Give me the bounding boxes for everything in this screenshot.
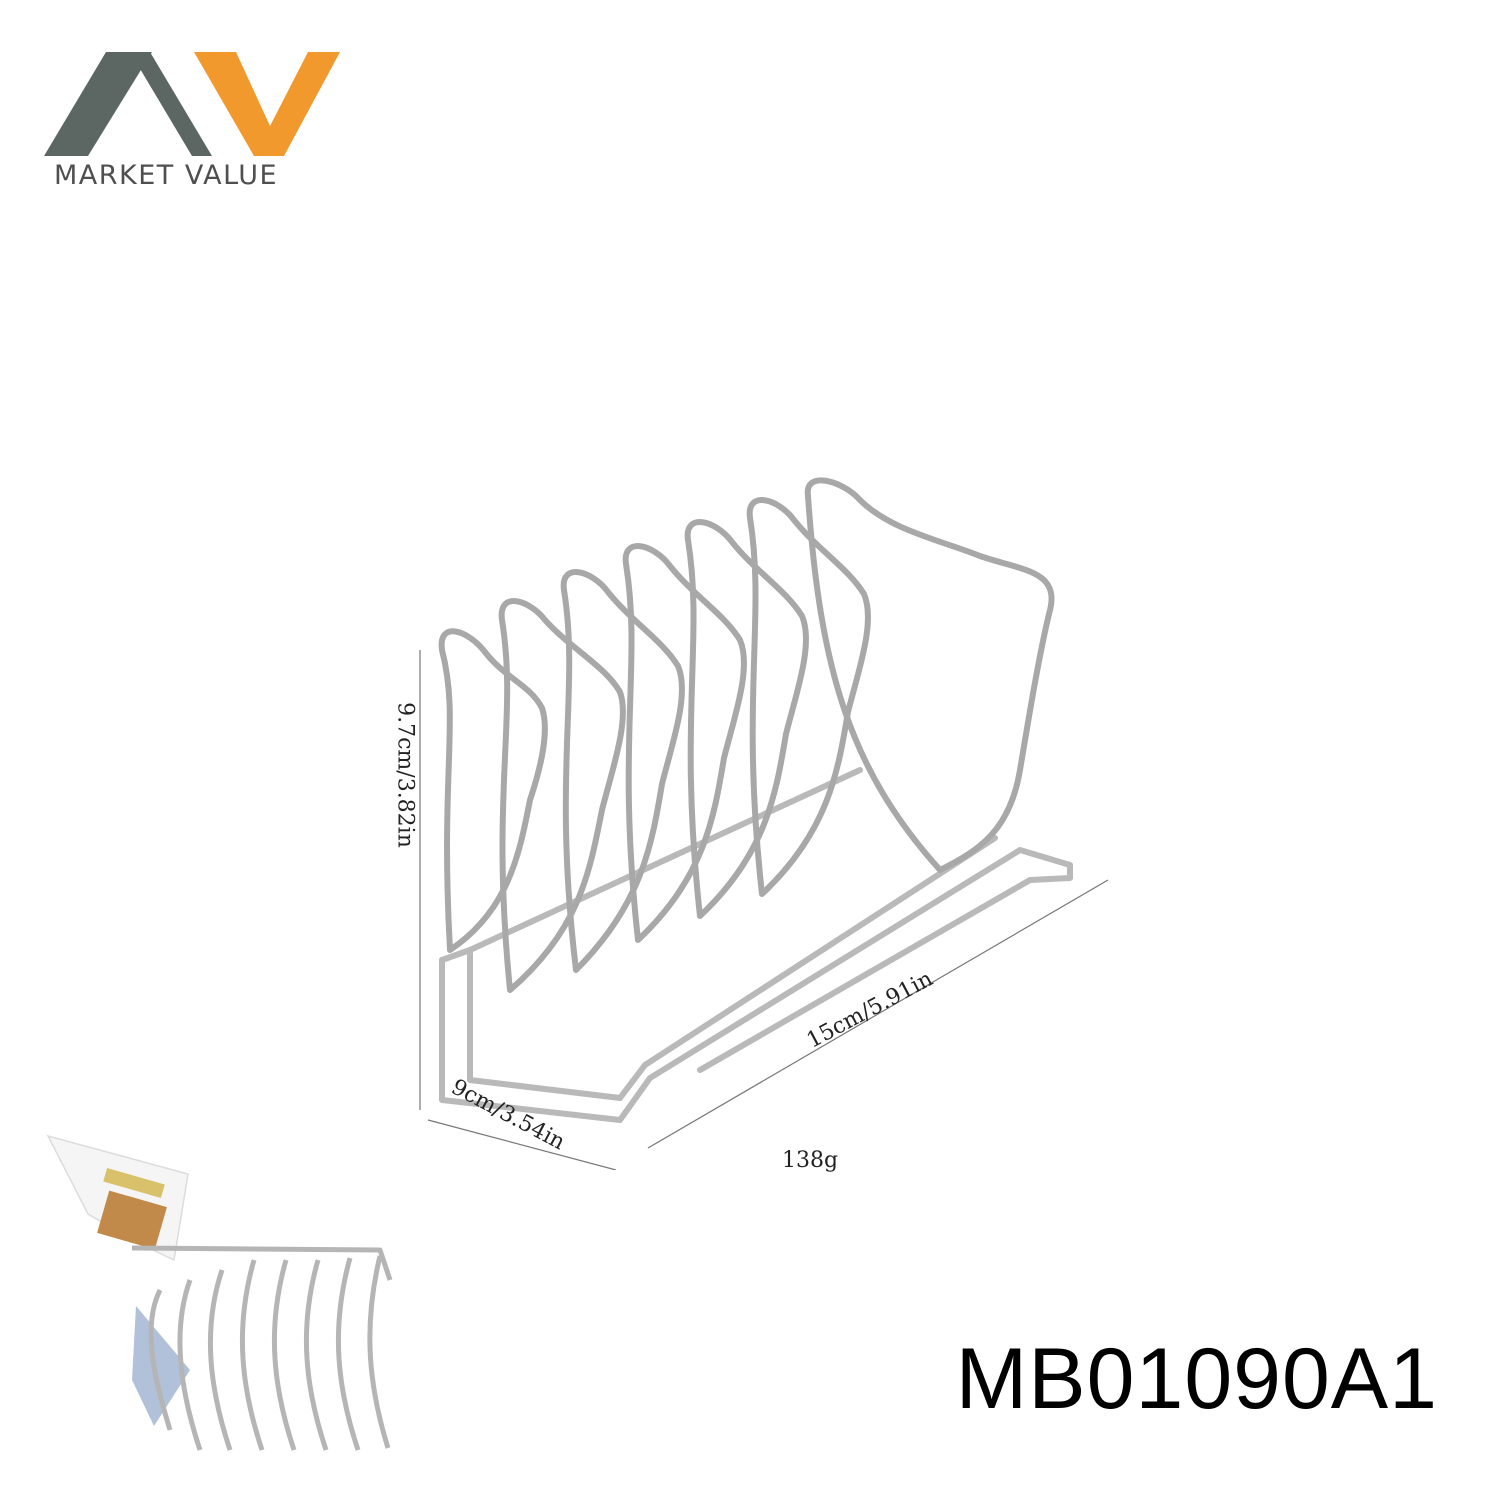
brand-logo-icon: [44, 44, 344, 194]
product-photo-thumbnail-icon: [46, 1134, 393, 1451]
rack-drawing-icon: [419, 477, 1109, 1170]
brand-name: MARKET VALUE: [54, 160, 279, 191]
product-weight: 138g: [782, 1148, 839, 1173]
height-dimension: 9.7cm/3.82in: [392, 702, 418, 848]
model-number: MB01090A1: [955, 1331, 1438, 1427]
